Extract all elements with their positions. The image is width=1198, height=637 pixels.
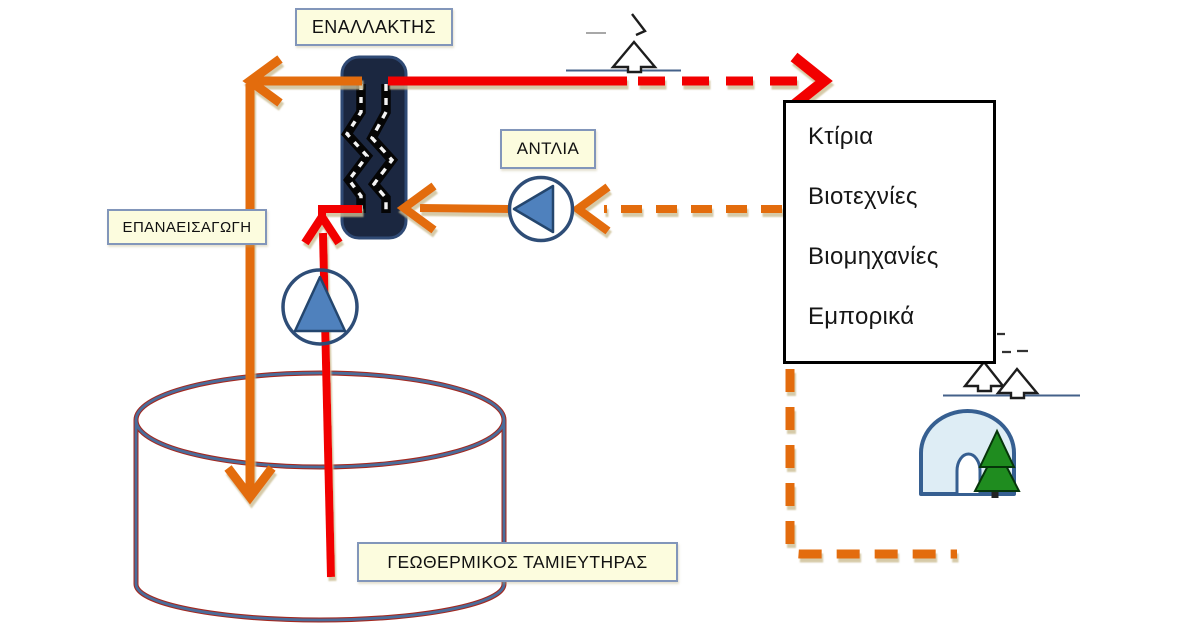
pine-tree-icon [566, 13, 681, 74]
exchanger-label-text: ΕΝΑΛΛΑΚΤΗΣ [311, 16, 437, 37]
consumer-item-industries: Βιομηχανίες [808, 243, 939, 270]
consumer-item-commercial: Εμπορικά [808, 303, 915, 330]
reinjection-pipe-orange [224, 55, 957, 559]
reservoir-label: ΓΕΩΘΕΡΜΙΚΟΣ ΤΑΜΙΕΥΤΗΡΑΣ [357, 542, 678, 582]
pine-tree-icon [943, 332, 1080, 400]
heat-exchanger-icon [340, 55, 408, 240]
consumers-box: Κτίρια Βιοτεχνίες Βιομηχανίες Εμπορικά [783, 100, 996, 364]
pump-circle-triangle-icon [281, 268, 359, 346]
reinjection-label-text: ΕΠΑΝΑΕΙΣΑΓΩΓΗ [122, 218, 252, 236]
igloo-icon [919, 409, 1021, 498]
reservoir-cylinder [133, 370, 507, 623]
consumer-item-buildings: Κτίρια [808, 123, 874, 150]
pump-label: ΑΝΤΛΙΑ [500, 129, 596, 169]
consumer-item-crafts: Βιοτεχνίες [808, 183, 918, 210]
reservoir-label-text: ΓΕΩΘΕΡΜΙΚΟΣ ΤΑΜΙΕΥΤΗΡΑΣ [387, 551, 648, 572]
green-tree-icon [973, 428, 1021, 498]
exchanger-label: ΕΝΑΛΛΑΚΤΗΣ [295, 8, 453, 46]
pump-circle-triangle-icon [507, 175, 575, 243]
pump-label-text: ΑΝΤΛΙΑ [516, 139, 580, 158]
reinjection-label: ΕΠΑΝΑΕΙΣΑΓΩΓΗ [107, 209, 267, 245]
